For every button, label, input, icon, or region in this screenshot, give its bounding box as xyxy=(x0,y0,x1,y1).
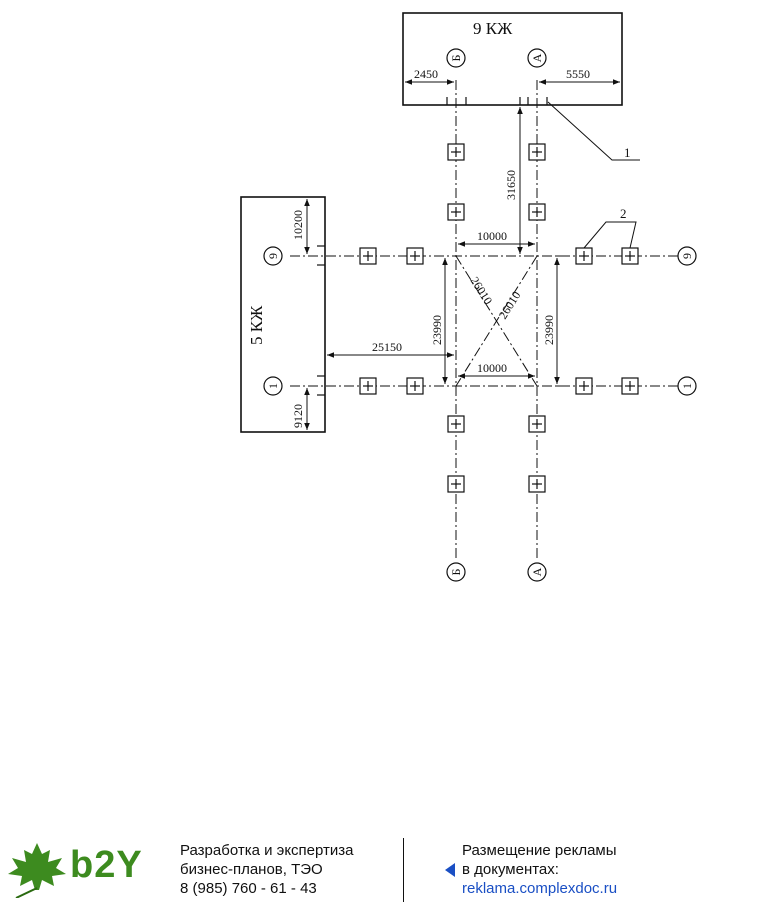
ad-right-line-1: Размещение рекламы xyxy=(462,841,617,860)
ad-right-line-2: в документах: xyxy=(462,860,559,879)
benchmark-marker xyxy=(622,248,638,264)
benchmark-marker xyxy=(448,476,464,492)
dim-9120-label: 9120 xyxy=(291,404,305,428)
maple-leaf-icon xyxy=(6,840,68,898)
dim-23990-left-label: 23990 xyxy=(430,315,444,345)
callout-1-label: 1 xyxy=(624,145,631,160)
benchmark-marker xyxy=(448,416,464,432)
building-5kzh-label: 5 КЖ xyxy=(247,305,266,345)
benchmark-marker xyxy=(407,378,423,394)
benchmark-marker xyxy=(360,248,376,264)
dim-23990-right-label: 23990 xyxy=(542,315,556,345)
benchmark-marker xyxy=(529,204,545,220)
callout-2-leader xyxy=(584,222,636,248)
ad-left-line-2: бизнес-планов, ТЭО xyxy=(180,860,323,879)
brand-logo-text: b2Y xyxy=(70,844,143,887)
axis-1-right-label: 1 xyxy=(680,383,694,389)
benchmark-marker xyxy=(448,204,464,220)
benchmark-marker xyxy=(529,144,545,160)
benchmark-marker xyxy=(529,476,545,492)
ad-left-line-3: 8 (985) 760 - 61 - 43 xyxy=(180,879,317,898)
axis-a-bottom-label: А xyxy=(530,567,544,576)
axis-b-top-label: Б xyxy=(449,54,463,61)
axis-b-bottom-label: Б xyxy=(449,568,463,575)
ad-banner: b2Y Разработка и экспертиза бизнес-плано… xyxy=(0,820,779,907)
building-9kzh xyxy=(403,13,622,105)
benchmark-marker xyxy=(407,248,423,264)
dim-26010-label-a: 26010 xyxy=(496,289,524,322)
benchmark-marker xyxy=(448,144,464,160)
axis-a-top-label: А xyxy=(530,53,544,62)
dim-25150-label: 25150 xyxy=(372,340,402,354)
benchmark-marker xyxy=(622,378,638,394)
benchmark-marker xyxy=(576,248,592,264)
dim-5550-label: 5550 xyxy=(566,67,590,81)
ad-left-line-1: Разработка и экспертиза xyxy=(180,841,354,860)
axis-9-right-label: 9 xyxy=(680,253,694,259)
benchmark-marker xyxy=(529,416,545,432)
dim-10000-top-label: 10000 xyxy=(477,229,507,243)
ad-link[interactable]: reklama.complexdoc.ru xyxy=(462,879,617,898)
building-9kzh-label: 9 КЖ xyxy=(473,19,513,38)
benchmark-marker xyxy=(576,378,592,394)
dim-26010-label-b: 26010 xyxy=(467,274,495,307)
construction-diagram: 9 КЖ 5 КЖ Б А Б А 9 9 1 1 2450 5550 3165… xyxy=(0,0,779,820)
axis-1-left-label: 1 xyxy=(266,383,280,389)
axis-9-left-label: 9 xyxy=(266,253,280,259)
dim-2450-label: 2450 xyxy=(414,67,438,81)
dim-10200-label: 10200 xyxy=(291,210,305,240)
callout-2-label: 2 xyxy=(620,206,627,221)
dim-10000-bottom-label: 10000 xyxy=(477,361,507,375)
benchmark-marker xyxy=(360,378,376,394)
ad-divider xyxy=(403,838,404,902)
dim-31650-label: 31650 xyxy=(504,170,518,200)
arrow-left-icon xyxy=(445,863,455,877)
